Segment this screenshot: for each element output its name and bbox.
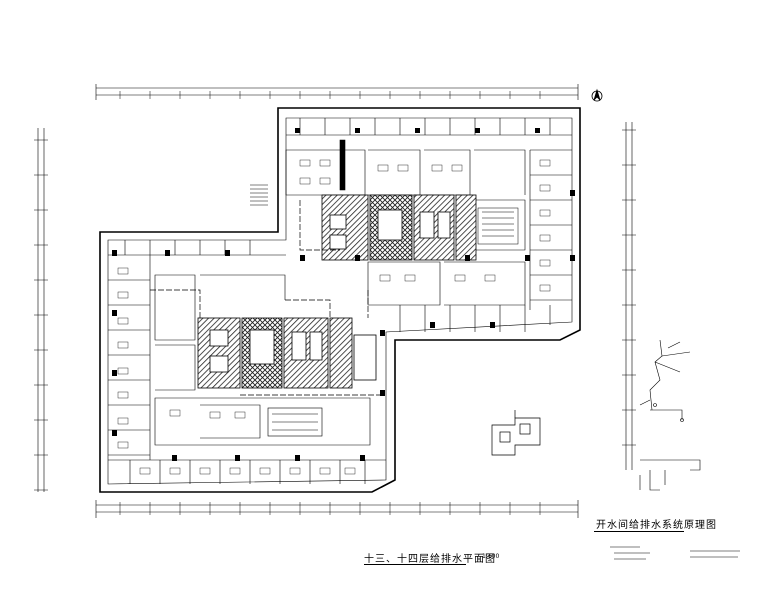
left-dimension-lines (34, 128, 48, 492)
plan-title-underline (364, 564, 466, 565)
right-dimension-lines (622, 122, 636, 470)
left-wing-rooms (108, 240, 386, 484)
room-detail-inset (491, 410, 541, 456)
structural-columns (112, 128, 575, 461)
top-dimension-lines (95, 84, 579, 100)
building-outline (99, 107, 581, 493)
plan-title: 十三、十四层给排水平面图 (364, 554, 496, 565)
north-arrow-icon (591, 88, 603, 102)
bottom-dimension-lines (95, 500, 579, 518)
exterior-stair (250, 184, 268, 206)
upper-core (321, 194, 477, 261)
lower-core (197, 317, 377, 389)
meeting-area (477, 207, 519, 245)
furniture (117, 159, 551, 475)
upper-wing-rooms (285, 118, 572, 332)
riser-diagram-title: 开水间给排水系统原理图 (596, 520, 717, 531)
riser-title-underline (594, 531, 684, 532)
pipe-runs (150, 200, 380, 396)
plan-scale: 1:100 (482, 553, 500, 560)
notes-block (610, 546, 740, 560)
riser-diagram (639, 339, 701, 491)
